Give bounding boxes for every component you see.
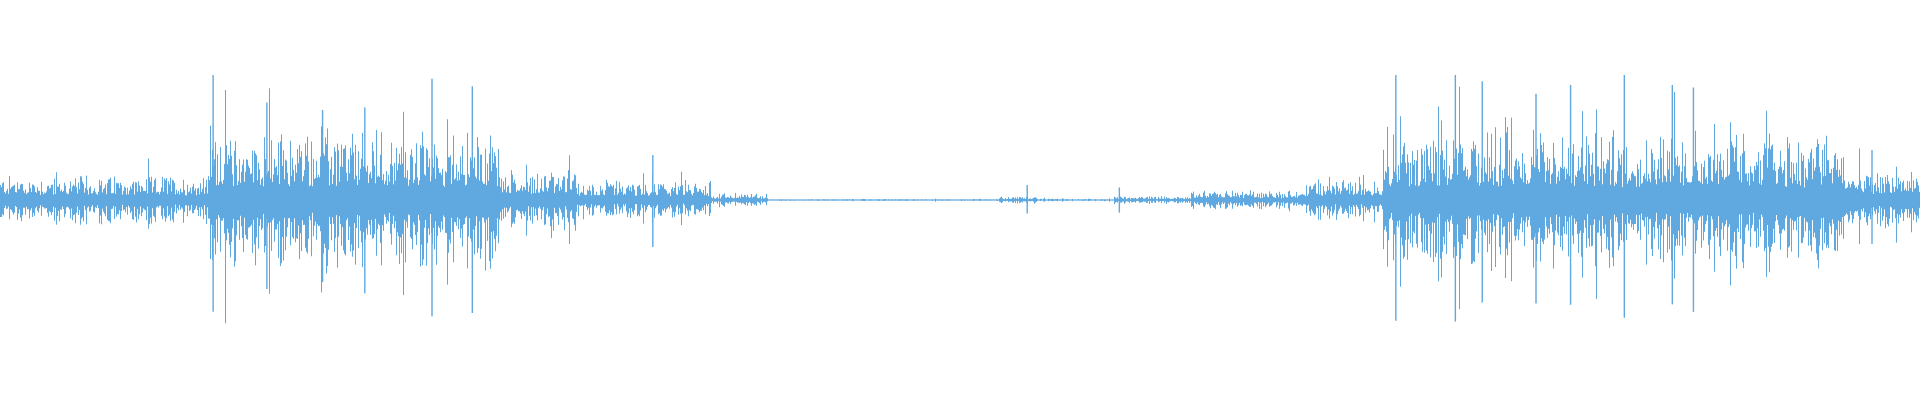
waveform-bars bbox=[0, 75, 1920, 324]
